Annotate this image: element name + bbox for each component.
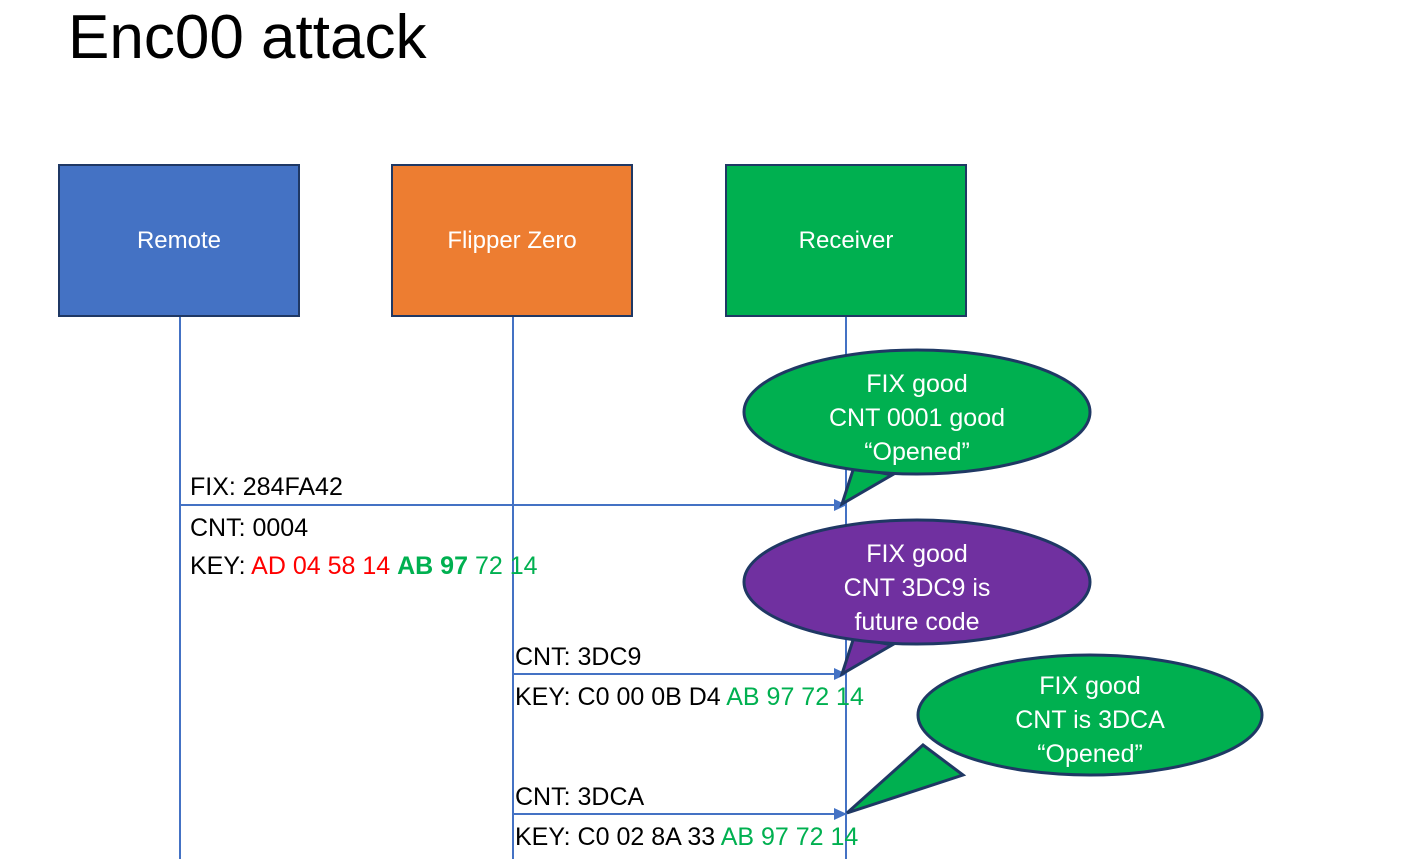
message-3-key-label: KEY: C0 02 8A 33 (515, 823, 721, 851)
page-title: Enc00 attack (68, 3, 427, 72)
message-3-key: KEY: C0 02 8A 33 AB 97 72 14 (515, 820, 858, 854)
callout-3-ellipse (916, 653, 1264, 777)
message-2-cnt: CNT: 3DC9 (515, 643, 642, 671)
message-2-key-label: KEY: C0 00 0B D4 (515, 683, 727, 711)
message-1-key-space-b (468, 552, 475, 580)
message-1-cnt: CNT: 0004 (190, 514, 309, 542)
message-2-key-green-bytes: AB 97 72 14 (726, 683, 864, 711)
message-1-key-red-bytes: AD 04 58 14 (251, 552, 391, 580)
lifeline-flipper-zero (512, 317, 514, 859)
actor-box-receiver[interactable]: Receiver (725, 164, 967, 317)
message-2-key: KEY: C0 00 0B D4 AB 97 72 14 (515, 680, 864, 714)
message-3-key-green-bytes: AB 97 72 14 (720, 823, 859, 851)
callout-1-ellipse (742, 348, 1092, 476)
message-3-cnt: CNT: 3DCA (515, 783, 645, 811)
callout-bubble-receiver-ok-2[interactable]: FIX good CNT is 3DCA “Opened” (845, 653, 1265, 828)
message-1-key-label: KEY: (190, 552, 252, 580)
actor-label-remote: Remote (136, 226, 222, 254)
message-arrow-flipper-to-receiver-2 (513, 808, 847, 820)
actor-box-remote[interactable]: Remote (58, 164, 300, 317)
message-1-fix: FIX: 284FA42 (190, 473, 343, 501)
message-1-key-green-bytes: 72 14 (474, 552, 538, 580)
callout-2-ellipse (742, 518, 1092, 646)
message-1-key: KEY: AD 04 58 14 AB 97 72 14 (190, 549, 538, 583)
actor-box-flipper-zero[interactable]: Flipper Zero (391, 164, 633, 317)
callout-3-tail (845, 743, 967, 815)
lifeline-remote (179, 317, 181, 859)
message-1-key-green-bold-bytes: AB 97 (397, 552, 468, 580)
actor-label-receiver: Receiver (798, 226, 894, 254)
actor-label-flipper-zero: Flipper Zero (447, 226, 577, 254)
callout-bubble-receiver-ok-1[interactable]: FIX good CNT 0001 good “Opened” (742, 347, 1092, 512)
